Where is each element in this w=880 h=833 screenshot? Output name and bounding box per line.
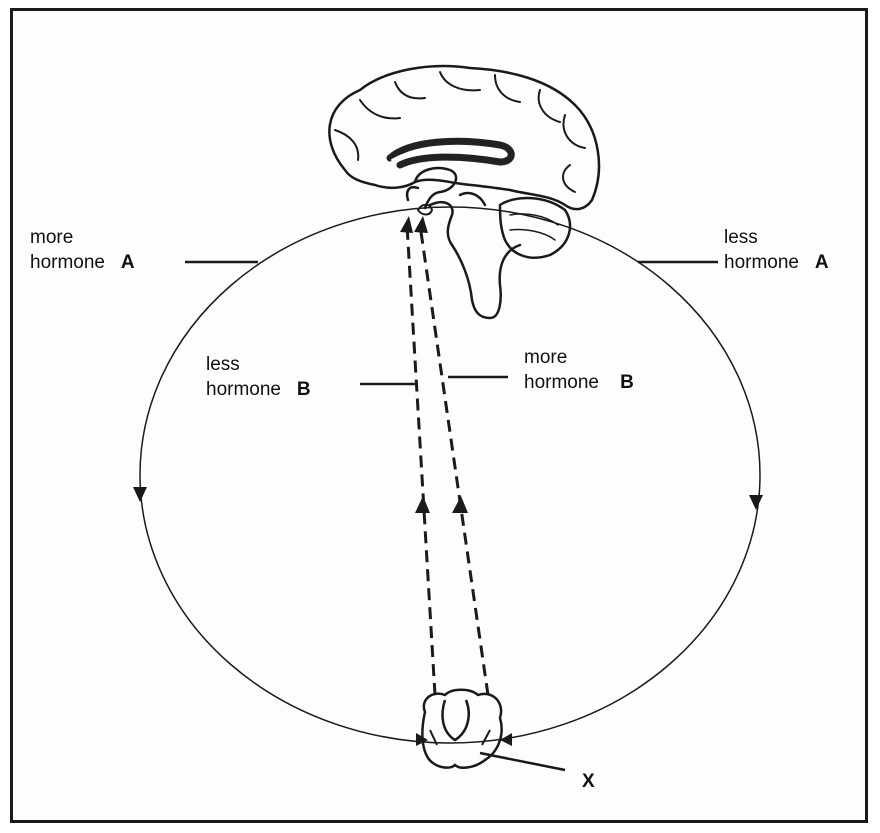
brain-illustration [329,66,599,318]
label-middle-right: more hormone B [524,345,634,395]
label-top-right-letter: A [815,252,829,273]
label-top-left-line2: hormone [30,252,105,273]
label-top-right: less hormone A [724,225,829,275]
label-top-right-line2: hormone [724,252,799,273]
label-middle-right-line1: more [524,345,634,370]
label-top-left-letter: A [121,252,135,273]
label-middle-left-line2: hormone [206,379,281,400]
label-gland-x: X [582,771,595,793]
label-top-left-line1: more [30,225,135,250]
label-middle-left-line1: less [206,352,311,377]
arrowhead-mid-right [452,496,468,513]
arrowhead-top-left [400,216,413,233]
dashed-feedback-arrows [407,225,488,695]
label-top-right-line1: less [724,225,829,250]
loop-arrow-left [133,487,147,502]
label-middle-left: less hormone B [206,352,311,402]
label-middle-left-letter: B [297,379,311,400]
arrowhead-top-right [414,216,428,233]
leader-line-gland [480,753,565,770]
arrowhead-mid-left [415,496,430,513]
loop-arrow-right [749,495,763,510]
label-top-left: more hormone A [30,225,135,275]
label-middle-right-line2: hormone [524,372,599,393]
feedback-loop [140,207,760,743]
label-middle-right-letter: B [620,372,634,393]
